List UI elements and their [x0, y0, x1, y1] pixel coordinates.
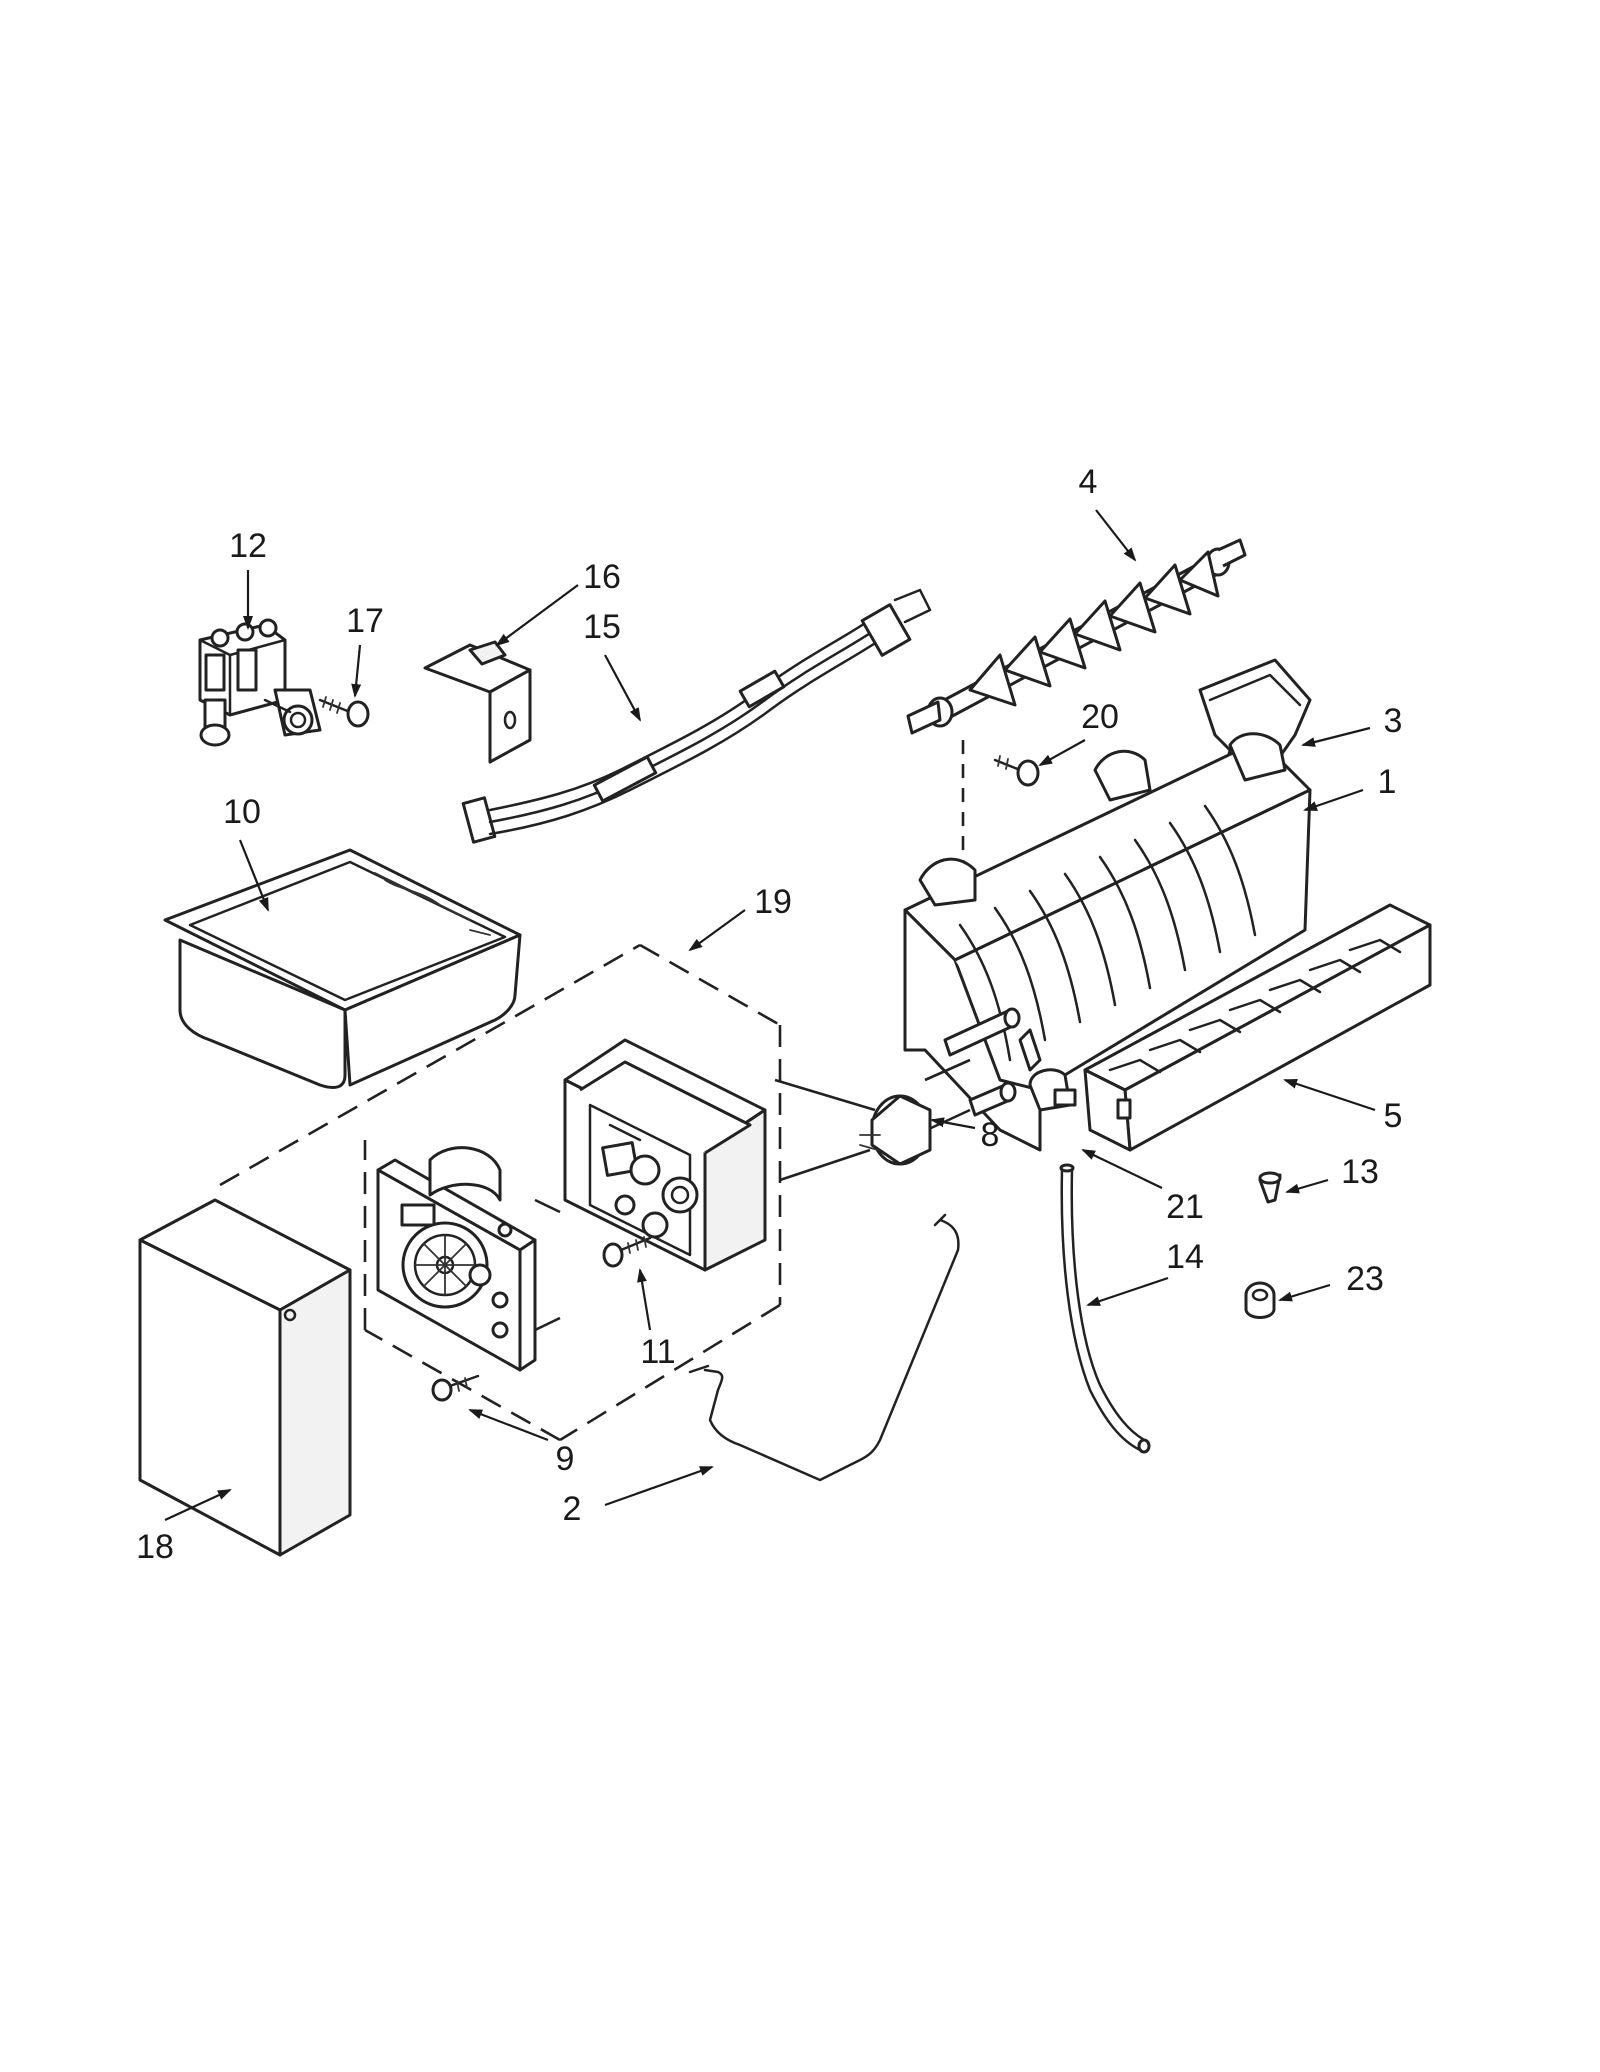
- callout-9: 9: [556, 1440, 575, 1478]
- callout-10: 10: [223, 793, 261, 831]
- callout-leaders: [164, 509, 1376, 1521]
- plug-part-13: [1258, 1171, 1282, 1204]
- callout-8: 8: [981, 1116, 1000, 1154]
- motor-plate-assembly: [376, 1146, 561, 1372]
- callout-5: 5: [1384, 1097, 1403, 1135]
- callout-numbers: 4 12 17 16 15 20 3 1 10 19 5 8 21 13 14 …: [136, 463, 1402, 1566]
- screw-part-17: [318, 696, 370, 728]
- wire-harness-part-15: [461, 588, 932, 844]
- callout-3: 3: [1384, 702, 1403, 740]
- ice-stripper-part-5: [1083, 903, 1432, 1152]
- callout-4: 4: [1079, 463, 1098, 501]
- screw-part-20: [993, 755, 1040, 787]
- ejector-rake-part-4: [906, 538, 1247, 735]
- callout-13: 13: [1341, 1153, 1379, 1191]
- heater-wire-part-2: [688, 1213, 960, 1482]
- callout-12: 12: [229, 527, 267, 565]
- callout-23: 23: [1346, 1260, 1384, 1298]
- callout-17: 17: [346, 602, 384, 640]
- callout-19: 19: [754, 883, 792, 921]
- clip-part-21: [1028, 1068, 1077, 1112]
- callout-11: 11: [640, 1333, 675, 1371]
- callout-16: 16: [583, 558, 621, 596]
- callout-21: 21: [1166, 1188, 1204, 1226]
- bracket-part-16: [423, 640, 532, 764]
- thermostat-part-8: [774, 1078, 932, 1182]
- callout-1: 1: [1378, 763, 1397, 801]
- callout-2: 2: [563, 1490, 582, 1528]
- front-cover-part-18: [138, 1198, 352, 1557]
- water-valve-part-12: [198, 618, 322, 747]
- grommet-part-23: [1244, 1281, 1276, 1319]
- ice-bin-part-10: [163, 848, 522, 1089]
- callout-20: 20: [1081, 698, 1119, 736]
- control-housing-part-19: [563, 1038, 767, 1272]
- screw-part-11: [602, 1236, 652, 1268]
- fill-tube-part-14: [1059, 1163, 1151, 1454]
- screw-part-9: [431, 1374, 480, 1402]
- callout-18: 18: [136, 1528, 174, 1566]
- callout-14: 14: [1166, 1238, 1204, 1276]
- callout-15: 15: [583, 608, 621, 646]
